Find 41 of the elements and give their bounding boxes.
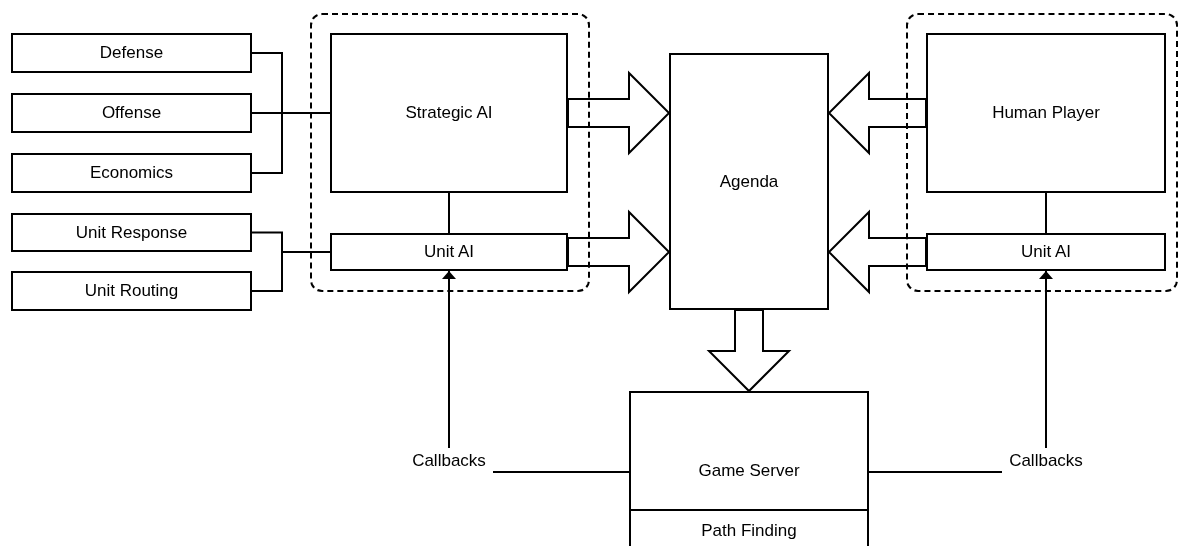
compartment-box bbox=[629, 511, 869, 546]
block-arrow bbox=[706, 309, 792, 393]
connector-line bbox=[1045, 192, 1047, 234]
box-label: Unit Response bbox=[75, 222, 188, 243]
connector-line bbox=[251, 251, 331, 292]
connector-line bbox=[448, 192, 450, 234]
process-box bbox=[330, 233, 568, 271]
process-box bbox=[11, 271, 252, 311]
process-box bbox=[669, 53, 829, 310]
process-box bbox=[11, 33, 252, 73]
box-label: Game Server bbox=[698, 461, 800, 481]
process-box bbox=[11, 153, 252, 193]
box-label: Economics bbox=[89, 163, 174, 183]
process-box bbox=[11, 93, 252, 133]
block-arrow bbox=[567, 209, 671, 295]
box-label: Unit AI bbox=[423, 242, 475, 262]
arrow bbox=[445, 270, 453, 449]
box-label: Path Finding bbox=[701, 521, 797, 541]
box-label: Unit Routing bbox=[84, 281, 179, 301]
box-label: Agenda bbox=[719, 171, 779, 192]
block-arrow bbox=[567, 70, 671, 156]
box-label: Strategic AI bbox=[405, 103, 493, 123]
process-box bbox=[926, 33, 1166, 193]
box-label: Unit AI bbox=[1020, 242, 1072, 262]
process-box bbox=[11, 213, 252, 252]
box-label: Human Player bbox=[992, 103, 1100, 123]
callout-text: Callbacks bbox=[1002, 448, 1090, 474]
box-label: Defense bbox=[99, 43, 164, 63]
block-arrow bbox=[827, 70, 927, 156]
process-box bbox=[330, 33, 568, 193]
connector-line bbox=[868, 470, 1003, 473]
arrow bbox=[1042, 270, 1050, 449]
group-boundary bbox=[906, 13, 1178, 292]
box-label: Offense bbox=[101, 103, 162, 123]
connector-line bbox=[492, 470, 630, 473]
process-box bbox=[629, 391, 869, 511]
group-boundary bbox=[310, 13, 590, 292]
connector-line bbox=[251, 112, 331, 174]
block-arrow bbox=[827, 209, 927, 295]
process-box bbox=[926, 233, 1166, 271]
callout-text: Callbacks bbox=[405, 448, 493, 474]
